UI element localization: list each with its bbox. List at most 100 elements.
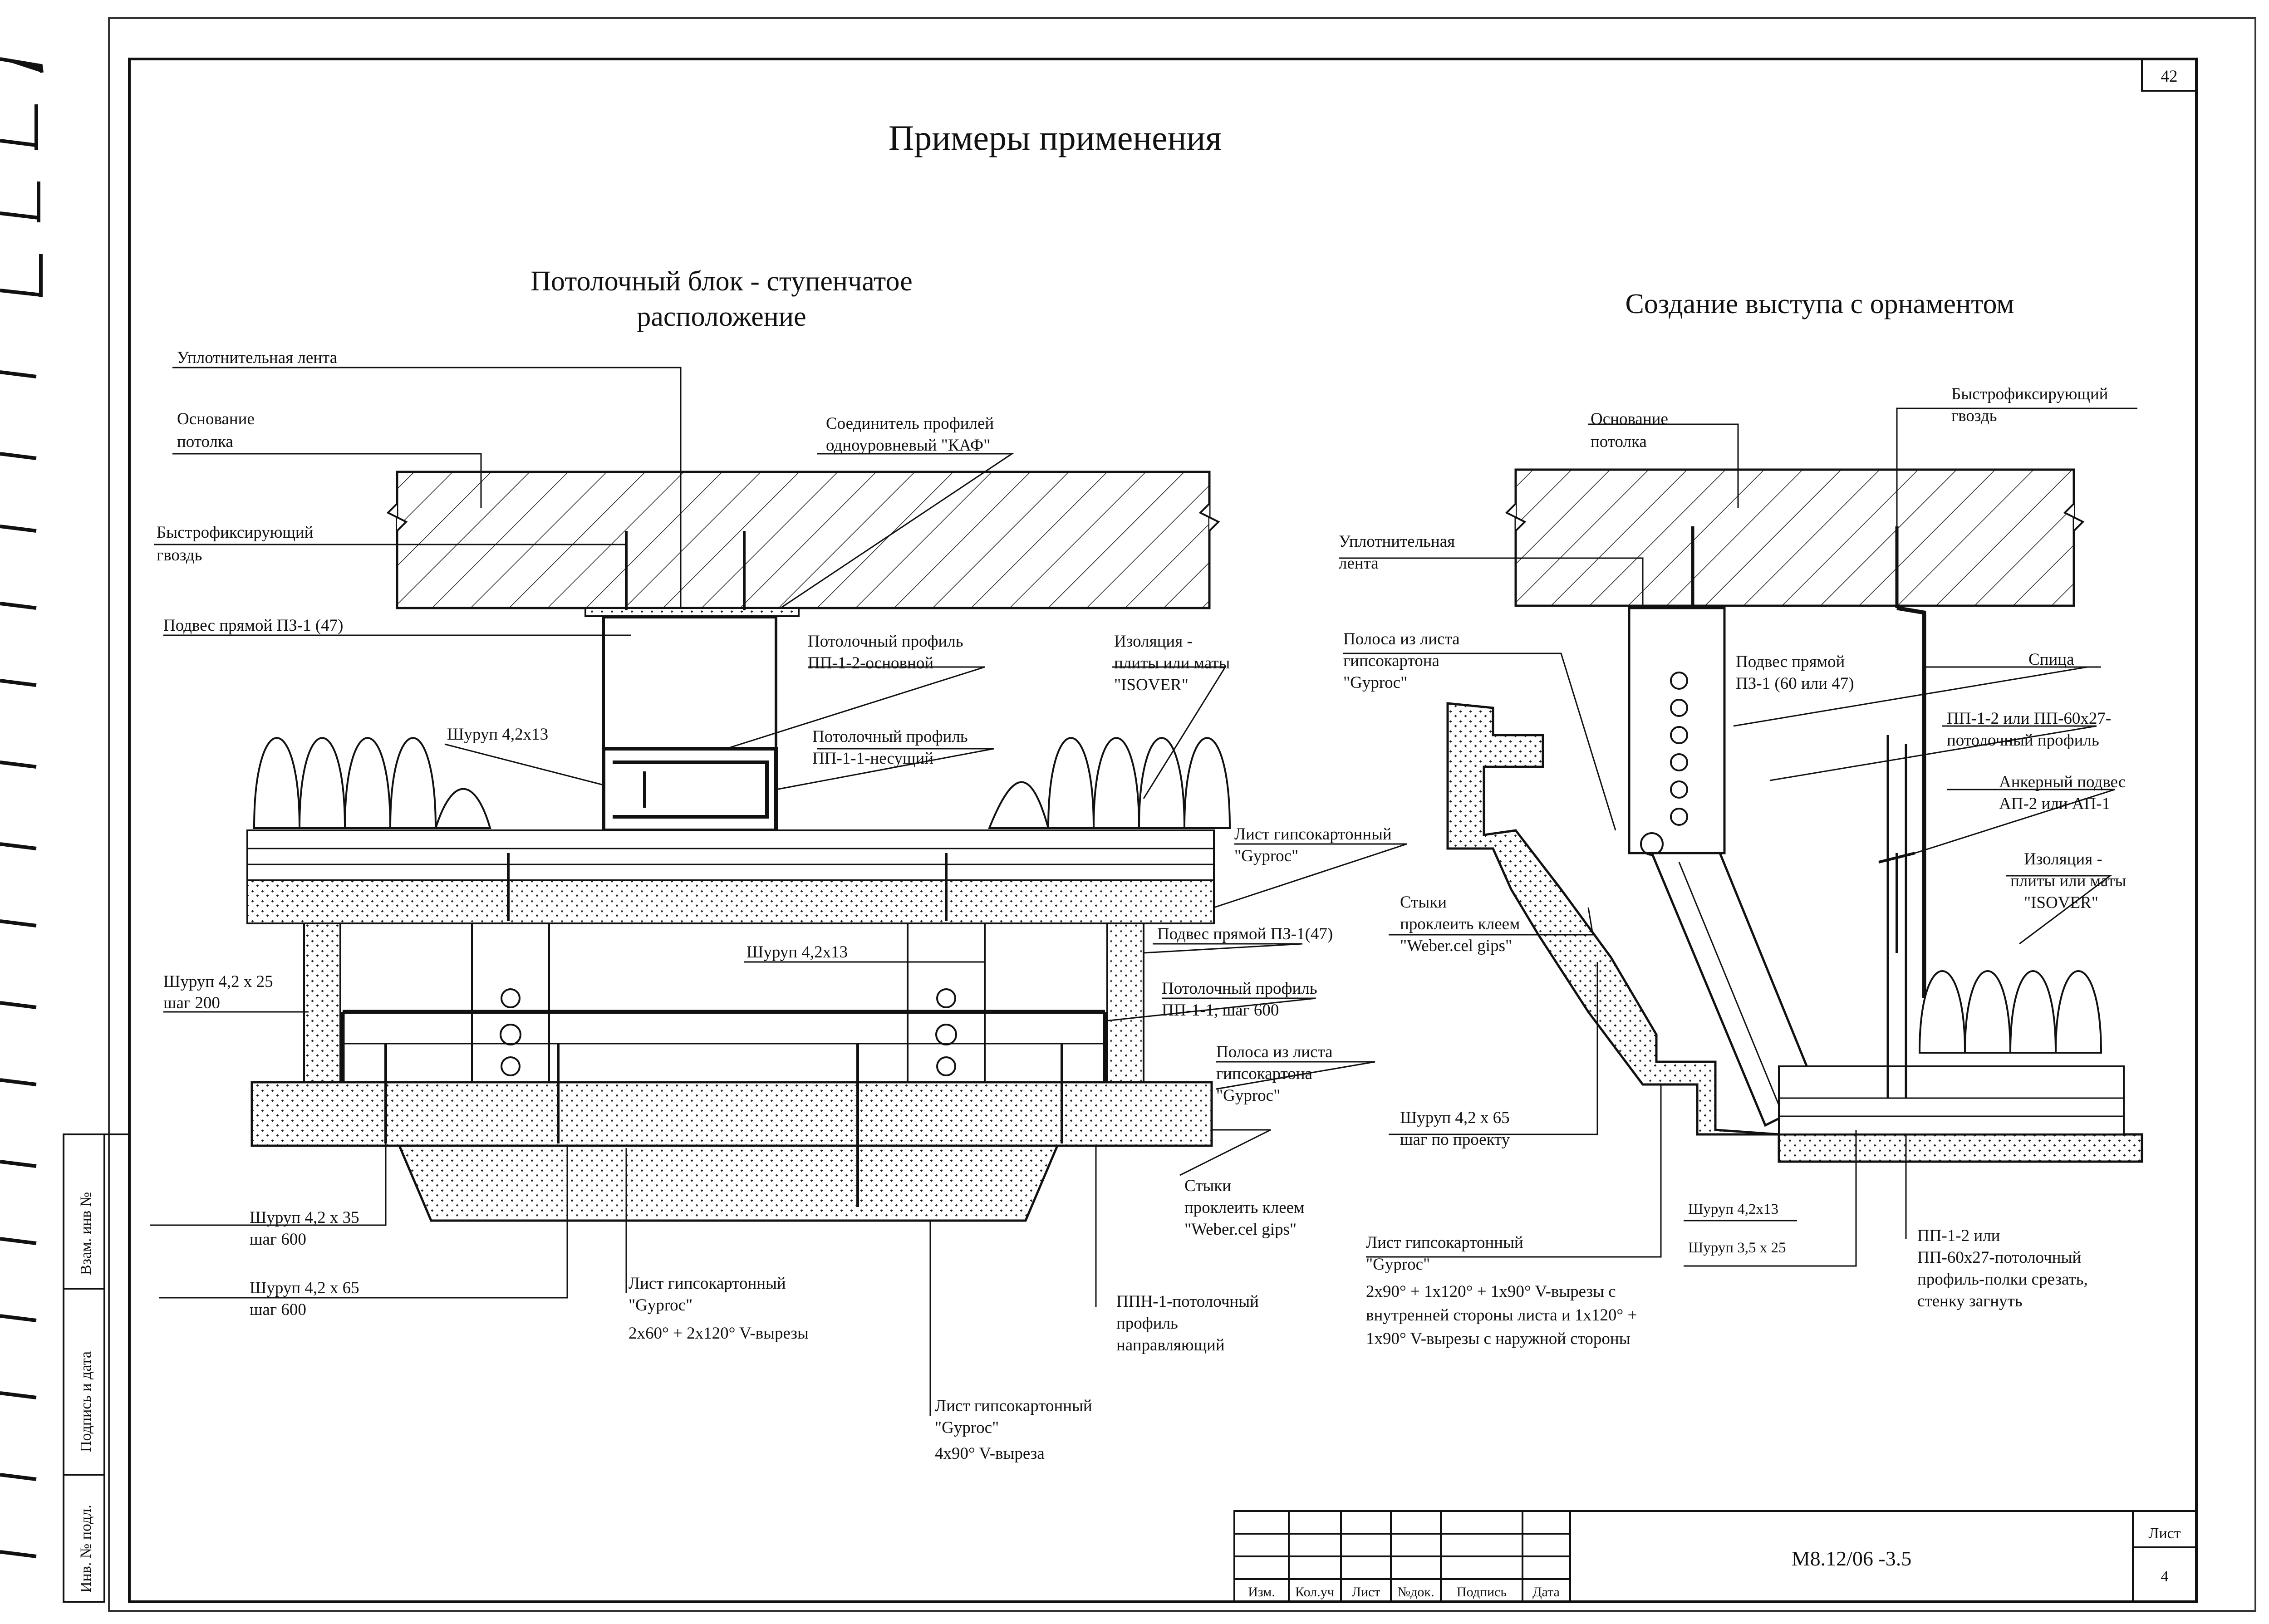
main-title: Примеры применения (889, 118, 1222, 157)
r-lbl-insulation-2: плиты или маты (2010, 872, 2126, 890)
outer-edge (108, 17, 2256, 1612)
r-lbl-screw-4265-2: шаг по проекту (1400, 1130, 1510, 1149)
tb-col-izm: Изм. (1248, 1585, 1275, 1599)
lbl-hanger: Подвес прямой ПЗ-1 (47) (163, 616, 344, 635)
lbl-guide-2: профиль (1116, 1314, 1178, 1333)
r-lbl-cut-4: стенку загнуть (1917, 1292, 2023, 1310)
title-block (1233, 1510, 2197, 1603)
hanger-pz1 (602, 616, 777, 830)
lbl-ceiling-base-1: Основание (177, 410, 255, 428)
tb-col-koluch: Кол.уч (1295, 1585, 1334, 1599)
page-number-box (2141, 58, 2197, 92)
right-board-layers (1778, 1065, 2125, 1135)
r-lbl-hanger-1: Подвес прямой (1736, 653, 1845, 671)
lbl-hanger-2: Подвес прямой ПЗ-1(47) (1157, 925, 1333, 943)
lbl-screw-4265-1: Шуруп 4,2 х 65 (250, 1279, 359, 1297)
lbl-strip-2: гипсокартона (1216, 1065, 1312, 1083)
r-lbl-joints-2: проклеить клеем (1400, 915, 1520, 933)
board-layer-1 (246, 829, 1215, 881)
r-lbl-joints-3: "Weber.cel gips" (1400, 937, 1512, 955)
lower-board (250, 1081, 1213, 1147)
r-lbl-ceiling-base-1: Основание (1591, 410, 1668, 428)
right-diagram: Создание выступа с орнаментом (1339, 289, 2143, 1348)
lbl-insulation-3: "ISOVER" (1114, 676, 1189, 694)
left-vertical-strip (303, 922, 341, 1085)
r-lbl-sheet-2: "Gyproc" (1366, 1255, 1430, 1274)
lbl-joints-2: проклеить клеем (1184, 1198, 1304, 1217)
hanger-holes (500, 988, 957, 1076)
lbl-sheet-a-1: Лист гипсокартонный (629, 1274, 786, 1293)
r-lbl-profile-2: потолочный профиль (1947, 731, 2099, 750)
stamp-inv-orig: Инв. № подл. (78, 1505, 94, 1593)
r-lbl-strip-1: Полоса из листа (1343, 630, 1460, 648)
drawing-frame (128, 58, 2198, 1603)
r-lbl-ceiling-base-2: потолка (1591, 432, 1647, 451)
lbl-main-profile-2: ПП-1-2-основной (808, 654, 933, 672)
r-lbl-strip-3: "Gyproc" (1343, 673, 1407, 692)
ornament-gypsum-strip (1446, 702, 2143, 1163)
r-lbl-spoke: Спица (2028, 650, 2074, 669)
right-vertical-strip (1106, 922, 1144, 1085)
lbl-insulation-1: Изоляция - (1114, 632, 1193, 651)
r-lbl-nail-1: Быстрофиксирующий (1951, 385, 2108, 403)
r-lbl-cut-2: ПП-60x27-потолочный (1917, 1248, 2081, 1267)
lbl-connector-1: Соединитель профилей (826, 414, 994, 433)
r-lbl-anchor-2: АП-2 или АП-1 (1999, 795, 2110, 813)
lbl-profile-pp11-2: ПП-1-1, шаг 600 (1162, 1001, 1279, 1020)
lbl-nail-1: Быстрофиксирующий (157, 523, 313, 542)
tb-col-ndok: №док. (1398, 1585, 1434, 1599)
r-lbl-sheet-1: Лист гипсокартонный (1366, 1233, 1523, 1252)
r-lbl-screw-3525: Шуруп 3,5 х 25 (1688, 1240, 1786, 1256)
anchor-hanger (1878, 852, 1915, 953)
lower-hangers (471, 922, 986, 1083)
tb-col-data: Дата (1532, 1585, 1560, 1599)
r-lbl-insulation-3: "ISOVER" (2024, 893, 2098, 912)
profile-pp11-row (340, 1010, 1107, 1087)
r-lbl-hanger-2: ПЗ-1 (60 или 47) (1736, 674, 1854, 693)
insulation-left (253, 737, 491, 829)
r-lbl-sheet-4: внутренней стороны листа и 1x120° + (1366, 1306, 1637, 1325)
right-vertical-profile (1886, 735, 1907, 1098)
stamp-ref-inv: Взам. инв № (78, 1192, 94, 1275)
lbl-connector-2: одноуровневый "КАФ" (826, 436, 990, 455)
r-lbl-insulation-1: Изоляция - (2024, 850, 2102, 868)
lbl-profile-pp11-1: Потолочный профиль (1162, 979, 1317, 998)
r-lbl-strip-2: гипсокартона (1343, 652, 1439, 670)
lbl-sheet-b-3: 4x90° V-выреза (935, 1444, 1045, 1463)
r-lbl-joints-1: Стыки (1400, 893, 1447, 912)
lbl-screw-4235-2: шаг 600 (250, 1230, 306, 1249)
lbl-gypsum-sheet-1: Лист гипсокартонный (1234, 825, 1392, 844)
lbl-sheet-a-2: "Gyproc" (629, 1296, 692, 1315)
lbl-strip-1: Полоса из листа (1216, 1043, 1333, 1061)
tb-doc-code: М8.12/06 -3.5 (1792, 1547, 1912, 1570)
lbl-guide-3: направляющий (1116, 1336, 1225, 1354)
side-stamp: Взам. инв № Подпись и дата Инв. № подл. (63, 1133, 129, 1603)
left-diagram: Потолочный блок - ступенчатое расположен… (150, 266, 1407, 1463)
lbl-screw-4265-2: шаг 600 (250, 1300, 306, 1319)
lbl-gypsum-sheet-2: "Gyproc" (1234, 847, 1298, 865)
tb-col-podpis: Подпись (1457, 1585, 1507, 1599)
lbl-screw-4235-1: Шуруп 4,2 х 35 (250, 1208, 359, 1227)
right-ceiling-slab (1505, 468, 2085, 607)
r-lbl-seal-tape-2: лента (1339, 554, 1379, 573)
lbl-sheet-b-1: Лист гипсокартонный (935, 1397, 1092, 1415)
lbl-strip-3: "Gyproc" (1216, 1086, 1280, 1105)
seal-tape (584, 607, 800, 617)
lbl-sheet-b-2: "Gyproc" (935, 1418, 999, 1437)
r-lbl-cut-1: ПП-1-2 или (1917, 1227, 2000, 1245)
left-leaders (150, 367, 1407, 1416)
lbl-screw-4213-b: Шуруп 4,2x13 (747, 943, 848, 962)
gypsum-board-gyproc (246, 879, 1215, 924)
lbl-screw-4225-2: шаг 200 (163, 994, 220, 1012)
profile-pp12 (602, 747, 778, 832)
r-lbl-sheet-5: 1x90° V-вырезы с наружной стороны (1366, 1330, 1631, 1348)
lbl-ceiling-base-2: потолка (177, 432, 233, 451)
right-hanger (1628, 607, 1726, 854)
left-title-line2: расположение (637, 301, 806, 332)
ceiling-slab (386, 471, 1220, 609)
lbl-main-profile-1: Потолочный профиль (808, 632, 963, 651)
insulation-right-2 (1918, 970, 2102, 1054)
tb-sheet-number: 4 (2161, 1568, 2169, 1585)
lbl-nail-2: гвоздь (157, 546, 202, 564)
